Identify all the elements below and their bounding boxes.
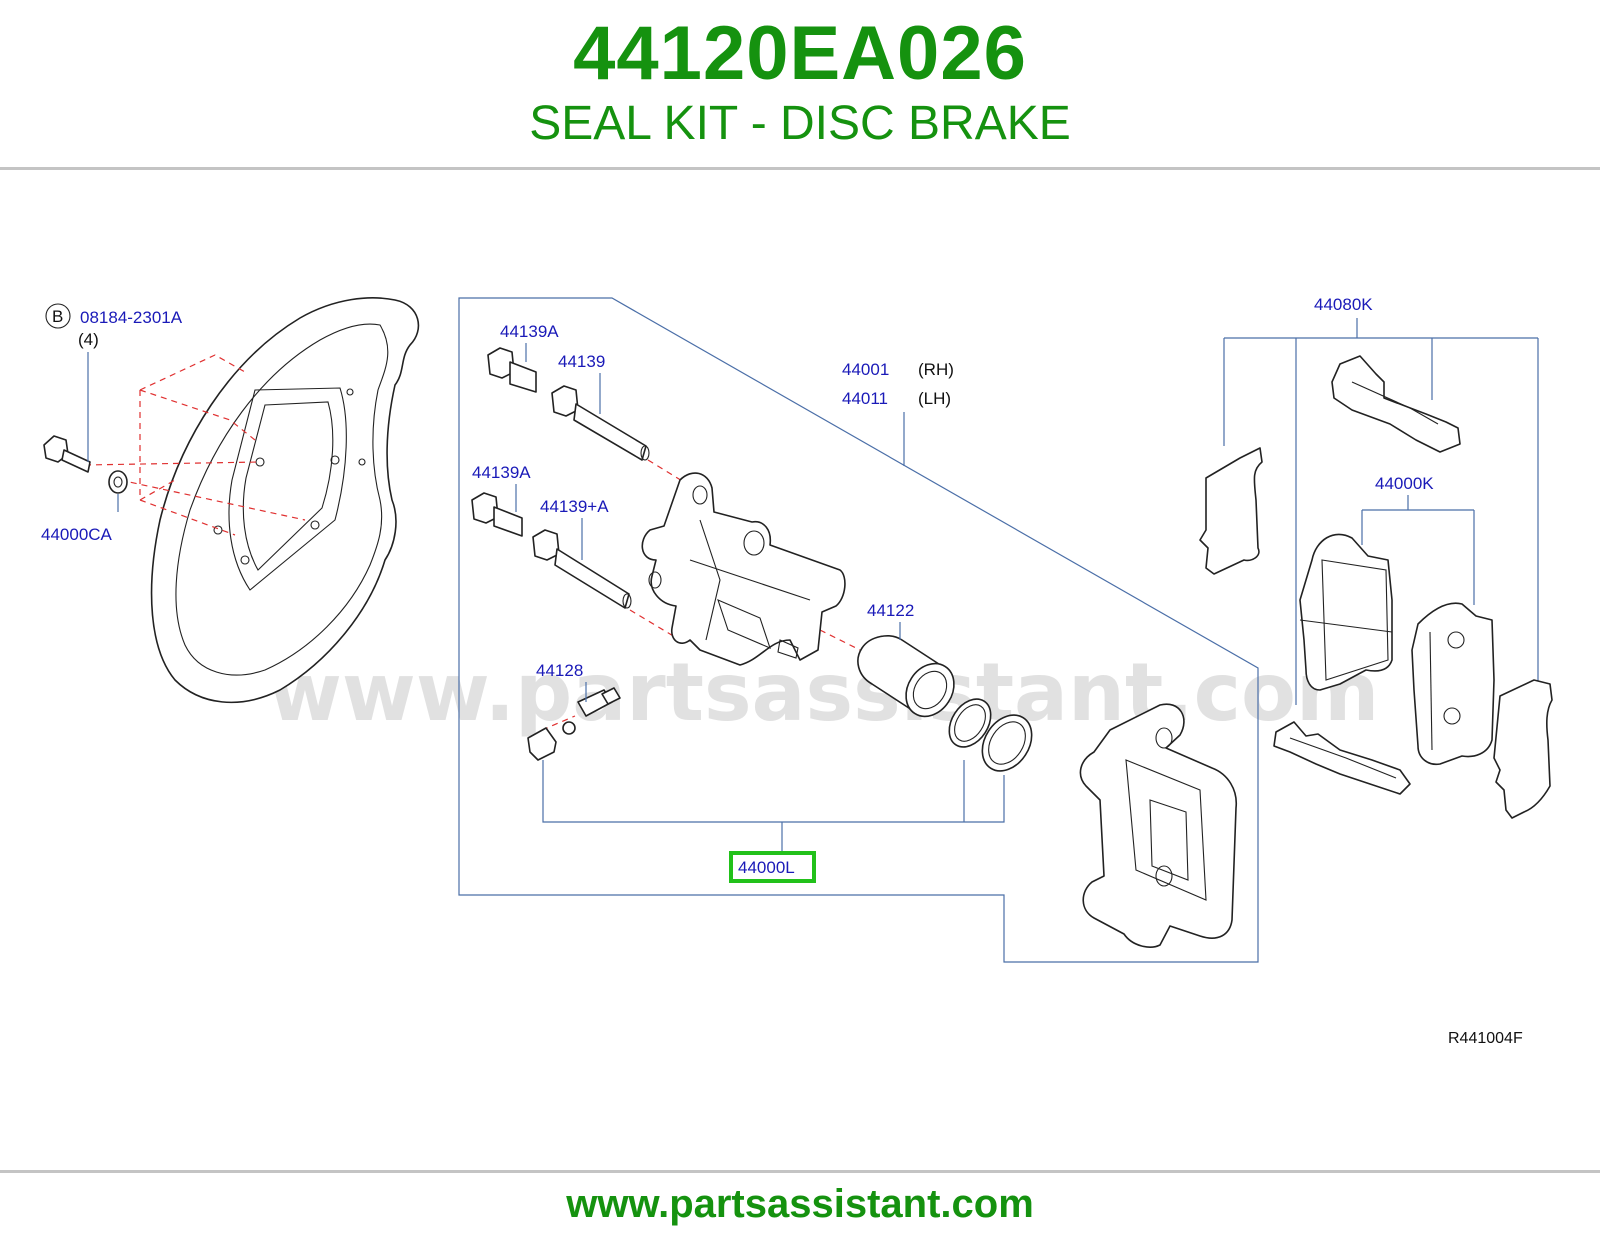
pin-bolt-44139a-lower [471,492,523,537]
label-pin-bolt-a2: 44139A [472,463,531,482]
label-caliper-rh-side: (RH) [918,360,954,379]
part-name-subtitle: SEAL KIT - DISC BRAKE [529,97,1071,150]
header: 44120EA026 SEAL KIT - DISC BRAKE [0,0,1600,168]
label-pin-bolt-a1: 44139A [500,322,559,341]
pin-bolt-44139-plus-a [532,529,632,609]
part-number-title: 44120EA026 [573,11,1027,96]
b-marker: B [52,307,63,326]
brake-pad-outer [1411,602,1495,766]
dash-bleeder [541,715,576,731]
caliper-group-outline [458,297,1259,963]
dust-boot [981,714,1033,772]
diagram-code: R441004F [1448,1030,1523,1047]
exploded-parts-diagram: www.partsassistant.com B 08184-2301A (4) [41,295,1553,1047]
label-piston: 44122 [867,601,914,620]
abutment-clip-upper-detail [1351,381,1439,425]
label-pad-kit: 44000K [1375,474,1434,493]
label-washer: 44000CA [41,525,113,544]
backing-plate-dash-lines [84,354,306,536]
caliper-body [641,472,846,666]
footer-divider [0,1170,1600,1173]
seal-kit-bracket [542,760,1005,823]
bleeder-screw [562,687,621,735]
label-pin-bolt-1: 44139 [558,352,605,371]
label-seal-kit: 44000L [738,858,795,877]
pin-bolt-44139a-upper [487,347,537,393]
pad-kit-bracket [1361,495,1475,605]
label-bolt-part: 08184-2301A [80,308,183,327]
b-marker-circle [45,303,71,329]
abutment-clip-lower-detail [1289,737,1397,779]
seal-kit-highlight-box [729,851,816,883]
mounting-bolt [43,435,91,473]
backing-plate [150,297,420,704]
pin-bolt-44139 [551,385,650,461]
hardware-kit-bracket [1223,318,1539,705]
abutment-clip-lower [1273,721,1411,795]
mounting-washer [108,470,128,494]
label-pin-bolt-2: 44139+A [540,497,609,516]
dust-boot-inner [988,721,1026,765]
footer-website-link[interactable]: www.partsassistant.com [566,1182,1034,1226]
label-caliper-rh: 44001 [842,360,889,379]
shim-left [1199,447,1263,575]
brake-pad-inner [1299,533,1393,691]
shim-right [1493,679,1553,819]
header-divider [0,167,1600,170]
caliper-bracket [1079,703,1237,948]
label-hardware-kit: 44080K [1314,295,1373,314]
caliper-piston [857,635,955,718]
label-bleeder: 44128 [536,661,583,680]
piston-seal [948,698,992,748]
label-bolt-qty: (4) [78,330,99,349]
dash-piston [819,629,861,651]
label-caliper-lh: 44011 [842,389,888,408]
label-caliper-lh-side: (LH) [918,389,951,408]
bleeder-cap [527,727,557,761]
watermark-text: www.partsassistant.com [268,646,1379,739]
piston-seal-inner [954,704,986,742]
abutment-clip-upper [1331,355,1461,453]
